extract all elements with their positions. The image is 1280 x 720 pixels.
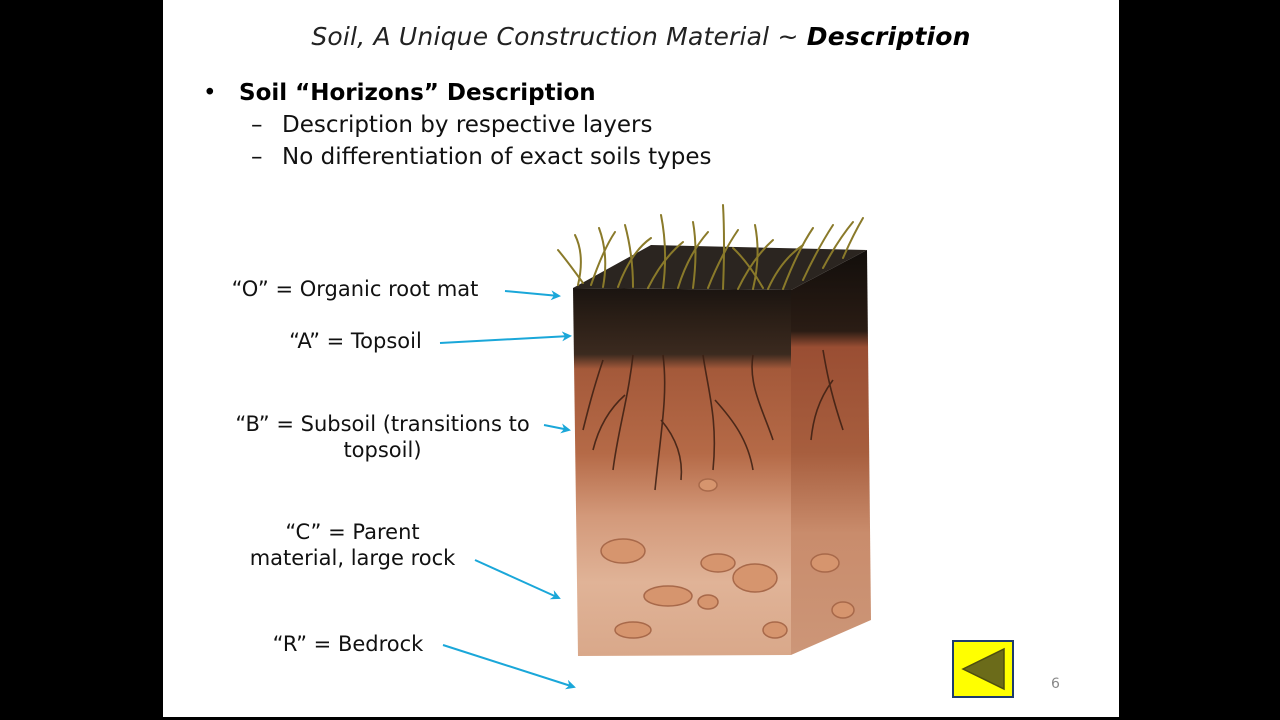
bullet-text: Soil “Horizons” Description xyxy=(239,80,596,106)
soil-profile-illustration xyxy=(439,204,871,690)
horizon-label-line: material, large rock xyxy=(249,546,456,570)
page-number: 6 xyxy=(1051,676,1060,692)
title-prefix: Soil, A Unique Construction Material ~ xyxy=(311,22,807,51)
slide: Soil, A Unique Construction Material ~ D… xyxy=(163,0,1119,717)
title-emphasis: Description xyxy=(806,22,971,51)
previous-slide-button[interactable] xyxy=(952,640,1014,698)
horizon-label-r: “R” = Bedrock xyxy=(253,631,443,657)
horizon-label-line: “O” = Organic root mat xyxy=(231,277,479,301)
horizon-label-line: “A” = Topsoil xyxy=(289,329,422,353)
slide-title: Soil, A Unique Construction Material ~ D… xyxy=(163,22,1119,51)
horizon-label-line: “R” = Bedrock xyxy=(272,632,424,656)
sub-bullet-marker: – xyxy=(251,144,263,170)
horizon-label-o: “O” = Organic root mat xyxy=(215,276,495,302)
sub-bullet-text: Description by respective layers xyxy=(282,112,653,138)
triangle-left-icon xyxy=(961,647,1005,691)
sub-bullet-2: –No differentiation of exact soils types xyxy=(251,144,712,170)
horizon-label-line: “C” = Parent xyxy=(285,520,420,544)
horizon-label-a: “A” = Topsoil xyxy=(263,328,448,354)
horizon-label-line: “B” = Subsoil (transitions to xyxy=(235,412,530,436)
horizon-label-c: “C” = Parent material, large rock xyxy=(235,519,470,571)
sub-bullet-text: No differentiation of exact soils types xyxy=(282,144,712,170)
sub-bullet-marker: – xyxy=(251,112,263,138)
bullet-marker: • xyxy=(203,80,217,106)
main-bullet: • Soil “Horizons” Description xyxy=(203,80,596,106)
horizon-label-line: topsoil) xyxy=(343,438,422,462)
sub-bullet-1: –Description by respective layers xyxy=(251,112,652,138)
horizon-label-b: “B” = Subsoil (transitions to topsoil) xyxy=(225,411,540,463)
